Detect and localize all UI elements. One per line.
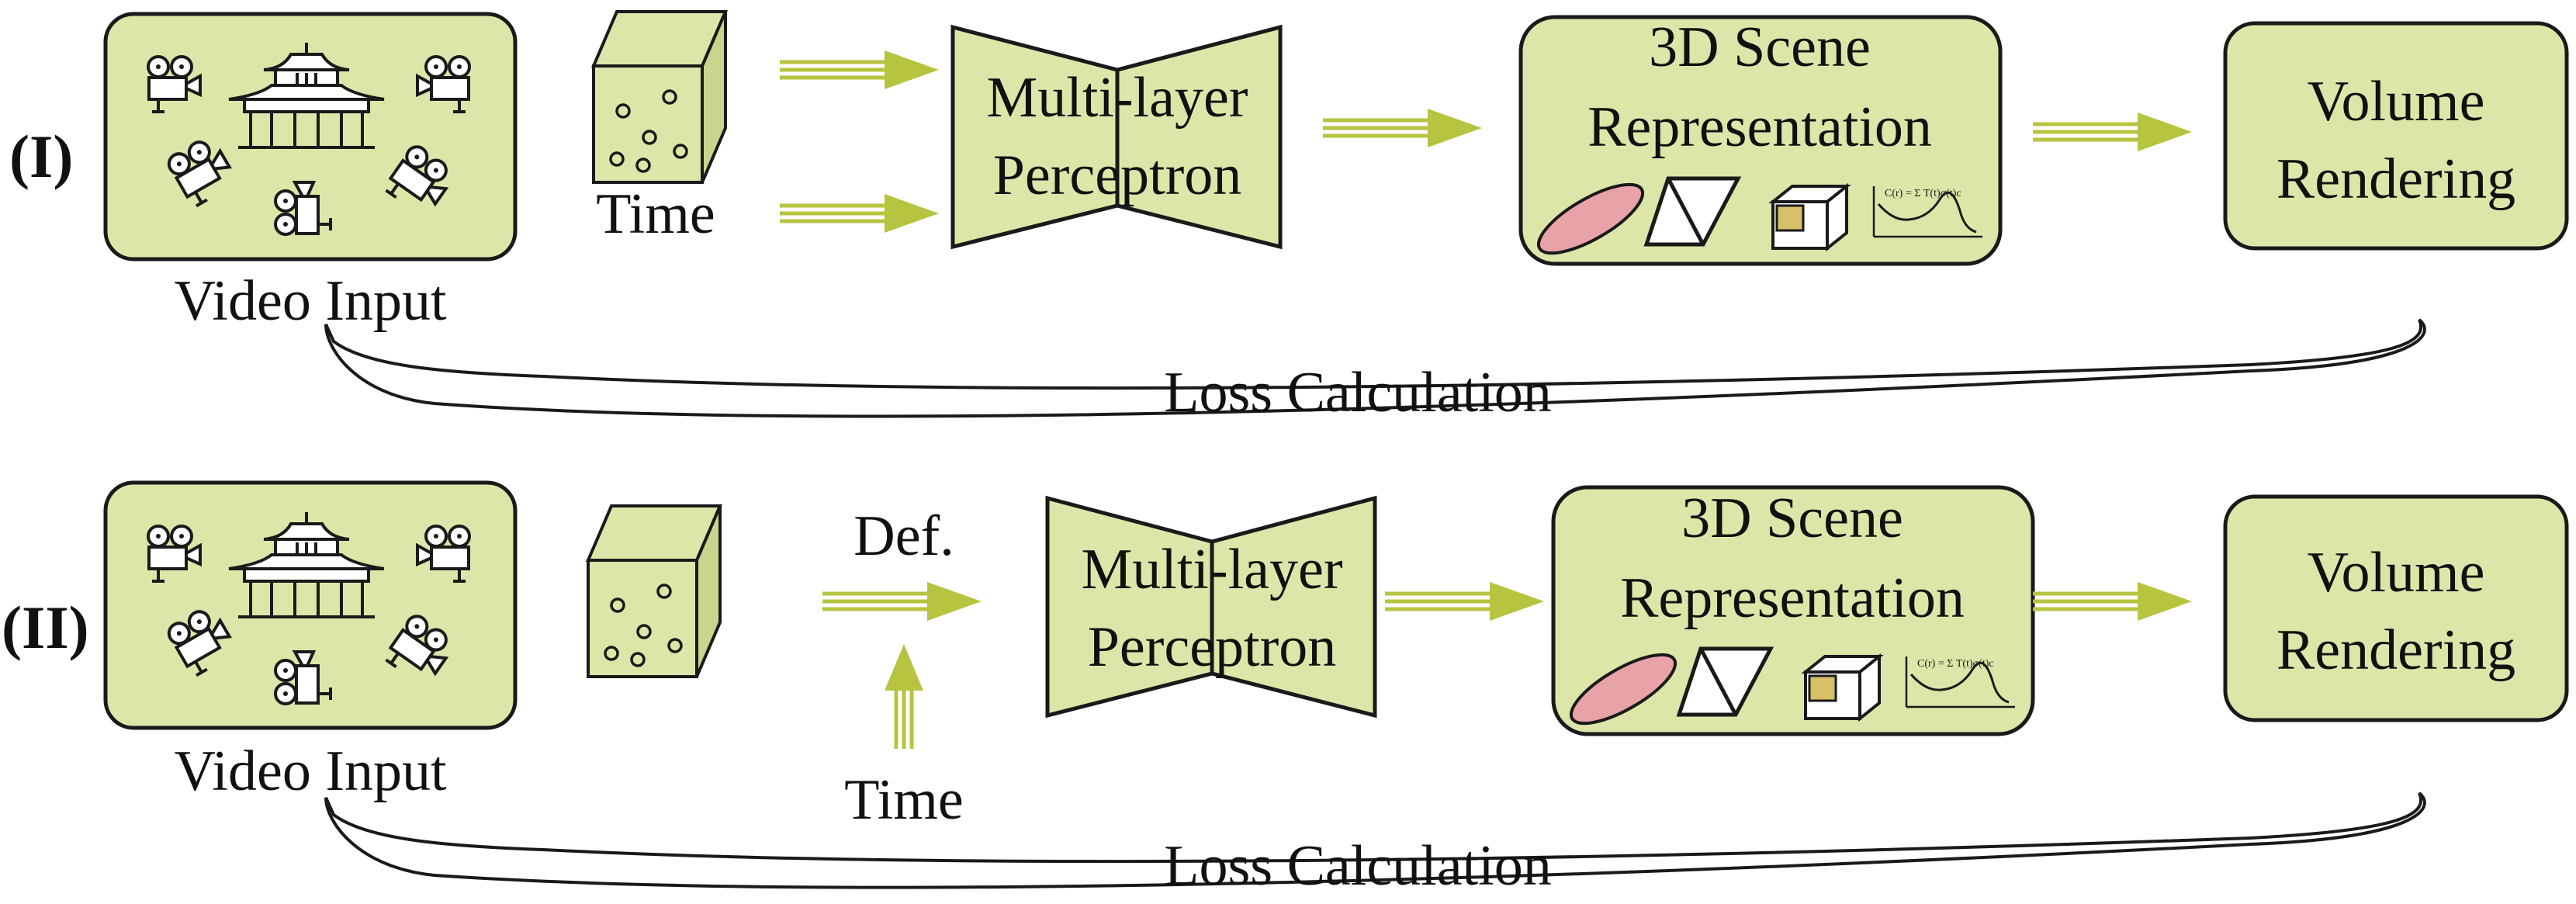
video-input-box-1 xyxy=(103,12,518,262)
scene-box-1 xyxy=(1518,15,2003,266)
arrow xyxy=(822,582,982,749)
arrow xyxy=(780,50,939,233)
loss-label-2: Loss Calculation xyxy=(1164,834,1551,898)
scene-label-line1: 3D Scene xyxy=(1681,487,1903,550)
video-input-box-2 xyxy=(103,480,518,730)
time-cube-icon xyxy=(592,10,727,184)
volume-rendering-box-2 xyxy=(2223,494,2569,722)
row-1: (I) Video Input Time xyxy=(9,10,2569,424)
render-label-line2: Rendering xyxy=(2277,618,2515,682)
row-2-marker: (II) xyxy=(2,594,89,661)
time-cube-icon xyxy=(587,504,722,678)
render-label-line2: Rendering xyxy=(2277,147,2515,211)
scene-box-2 xyxy=(1551,485,2035,736)
row-1-marker: (I) xyxy=(9,123,73,190)
mlp-label-line2: Perceptron xyxy=(1088,615,1337,679)
triangle-mesh-icon xyxy=(1643,176,1742,247)
video-caption-1: Video Input xyxy=(174,269,447,333)
time-label-1: Time xyxy=(596,182,715,246)
mlp-block-2 xyxy=(1045,495,1377,719)
arrow xyxy=(1323,109,1482,147)
row-2: (II) Video Input Def. Time xyxy=(2,480,2569,898)
video-caption-2: Video Input xyxy=(174,739,447,803)
loss-arrow xyxy=(324,318,2426,418)
scene-label-line2: Representation xyxy=(1620,566,1965,630)
mlp-block-1 xyxy=(950,24,1283,250)
def-label: Def. xyxy=(853,504,954,568)
arrow xyxy=(1385,582,1544,621)
gaussian-ellipse-icon xyxy=(1569,653,1678,726)
loss-arrow xyxy=(324,791,2426,889)
scene-label-line2: Representation xyxy=(1587,95,1932,159)
volume-rendering-box-1 xyxy=(2223,21,2569,251)
time-label-2: Time xyxy=(844,768,964,832)
render-label-line1: Volume xyxy=(2308,70,2485,133)
mlp-label-line1: Multi-layer xyxy=(986,66,1248,130)
scene-label-line1: 3D Scene xyxy=(1649,16,1871,79)
arrow xyxy=(2033,113,2192,151)
mlp-label-line1: Multi-layer xyxy=(1081,538,1342,601)
arrow xyxy=(2033,582,2192,621)
gaussian-ellipse-icon xyxy=(1536,182,1645,255)
triangle-mesh-icon xyxy=(1676,646,1774,717)
loss-label-1: Loss Calculation xyxy=(1164,361,1551,424)
mlp-label-line2: Perceptron xyxy=(993,144,1242,207)
render-label-line1: Volume xyxy=(2308,541,2485,604)
voxel-cube-icon xyxy=(1768,182,1851,252)
voxel-cube-icon xyxy=(1801,653,1884,722)
